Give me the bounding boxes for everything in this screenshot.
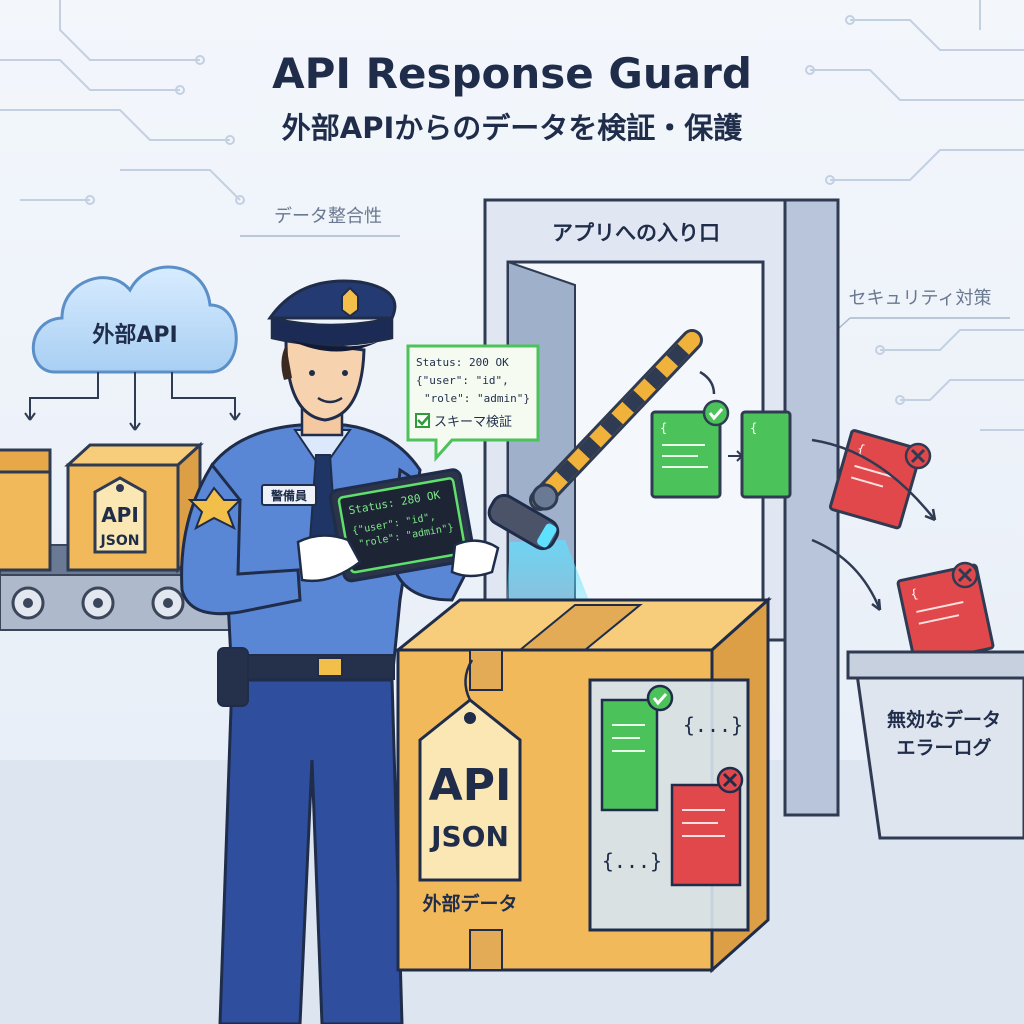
bubble-check-label: スキーマ検証 <box>434 415 512 430</box>
check-icon <box>415 413 430 428</box>
svg-text:{: { <box>660 421 667 435</box>
bubble-line1: {"user": "id", <box>416 374 509 387</box>
invalid-document-2: { <box>896 561 995 666</box>
package-large: API JSON 外部データ {...} {...} <box>393 596 772 974</box>
package-icon <box>0 448 52 572</box>
trash-bin-icon: 無効なデータ エラーログ <box>846 650 1024 840</box>
svg-text:{: { <box>750 421 757 435</box>
guard-badge-icon <box>187 486 243 531</box>
bubble-line2: "role": "admin"} <box>424 392 530 405</box>
holster <box>217 647 249 707</box>
cloud-label: 外部API <box>92 322 177 348</box>
badge-label: 警備員 <box>270 488 307 503</box>
cloud-icon: 外部API <box>24 265 241 431</box>
package-large-caption: 外部データ <box>422 892 517 915</box>
valid-document-2: { <box>740 410 792 499</box>
valid-document: { <box>650 399 730 499</box>
validation-bubble: Status: 200 OK {"user": "id", "role": "a… <box>406 344 540 462</box>
gate-label: アプリへの入り口 <box>552 221 720 245</box>
scanner-icon <box>450 493 560 578</box>
svg-text:{: { <box>856 441 867 456</box>
guard-hat <box>267 279 397 320</box>
invalid-document: { <box>828 429 932 530</box>
svg-text:{: { <box>909 586 919 601</box>
brace-snippet-2: {...} <box>602 849 662 873</box>
package-large-line1: API <box>429 760 512 811</box>
package-small-line1: API <box>101 503 139 527</box>
page-subtitle: 外部APIからのデータを検証・保護 <box>282 111 743 145</box>
bin-label-line2: エラーログ <box>896 736 991 759</box>
bin-label-line1: 無効なデータ <box>887 708 1001 731</box>
bubble-status: Status: 200 OK <box>416 356 509 369</box>
label-integrity: データ整合性 <box>274 206 382 227</box>
brace-snippet-1: {...} <box>683 713 743 737</box>
package-small: API JSON <box>64 441 204 574</box>
label-security: セキュリティ対策 <box>849 288 992 309</box>
package-large-line2: JSON <box>429 820 509 853</box>
name-badge <box>261 484 317 506</box>
barrier-arm <box>529 329 716 511</box>
cross-icon <box>910 448 926 464</box>
package-small-line2: JSON <box>100 533 140 549</box>
reject-arrows <box>811 438 937 611</box>
gloved-hand <box>296 534 362 583</box>
tablet-device: Status: 280 OK {"user": "id", "role": "a… <box>296 468 476 583</box>
page-title: API Response Guard <box>272 49 752 98</box>
check-icon <box>708 408 724 421</box>
circuit-lines <box>0 0 1024 431</box>
